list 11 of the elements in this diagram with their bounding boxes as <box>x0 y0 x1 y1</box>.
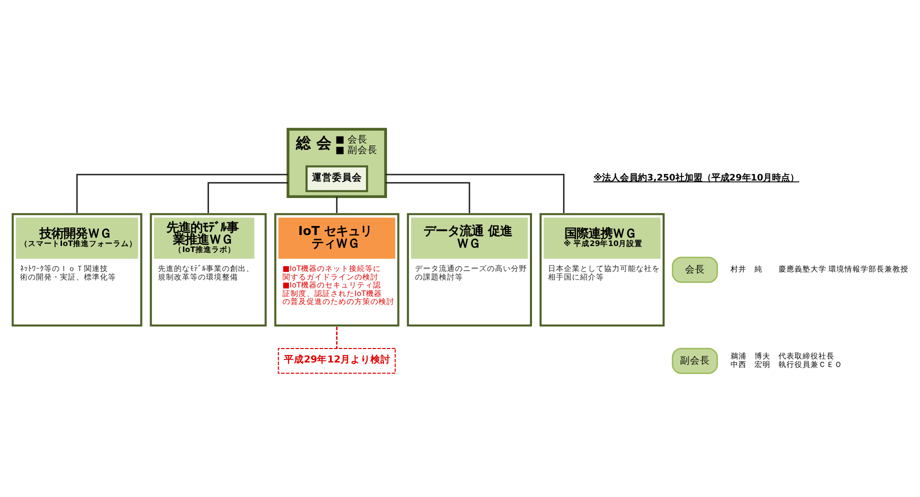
node-box: 会長 <box>672 256 718 283</box>
node-box: 副会長 <box>672 348 718 374</box>
node-box: 平成29年12月より検討 <box>278 348 396 374</box>
node-box: 運営委員会 <box>306 165 368 192</box>
connector <box>336 196 338 214</box>
connector <box>386 182 470 214</box>
label: ※法人会員約3,250社加盟（平成29年10月時点） <box>594 173 800 184</box>
connector <box>386 174 564 214</box>
connector <box>336 326 338 348</box>
connector <box>76 174 288 214</box>
connector <box>208 182 288 214</box>
